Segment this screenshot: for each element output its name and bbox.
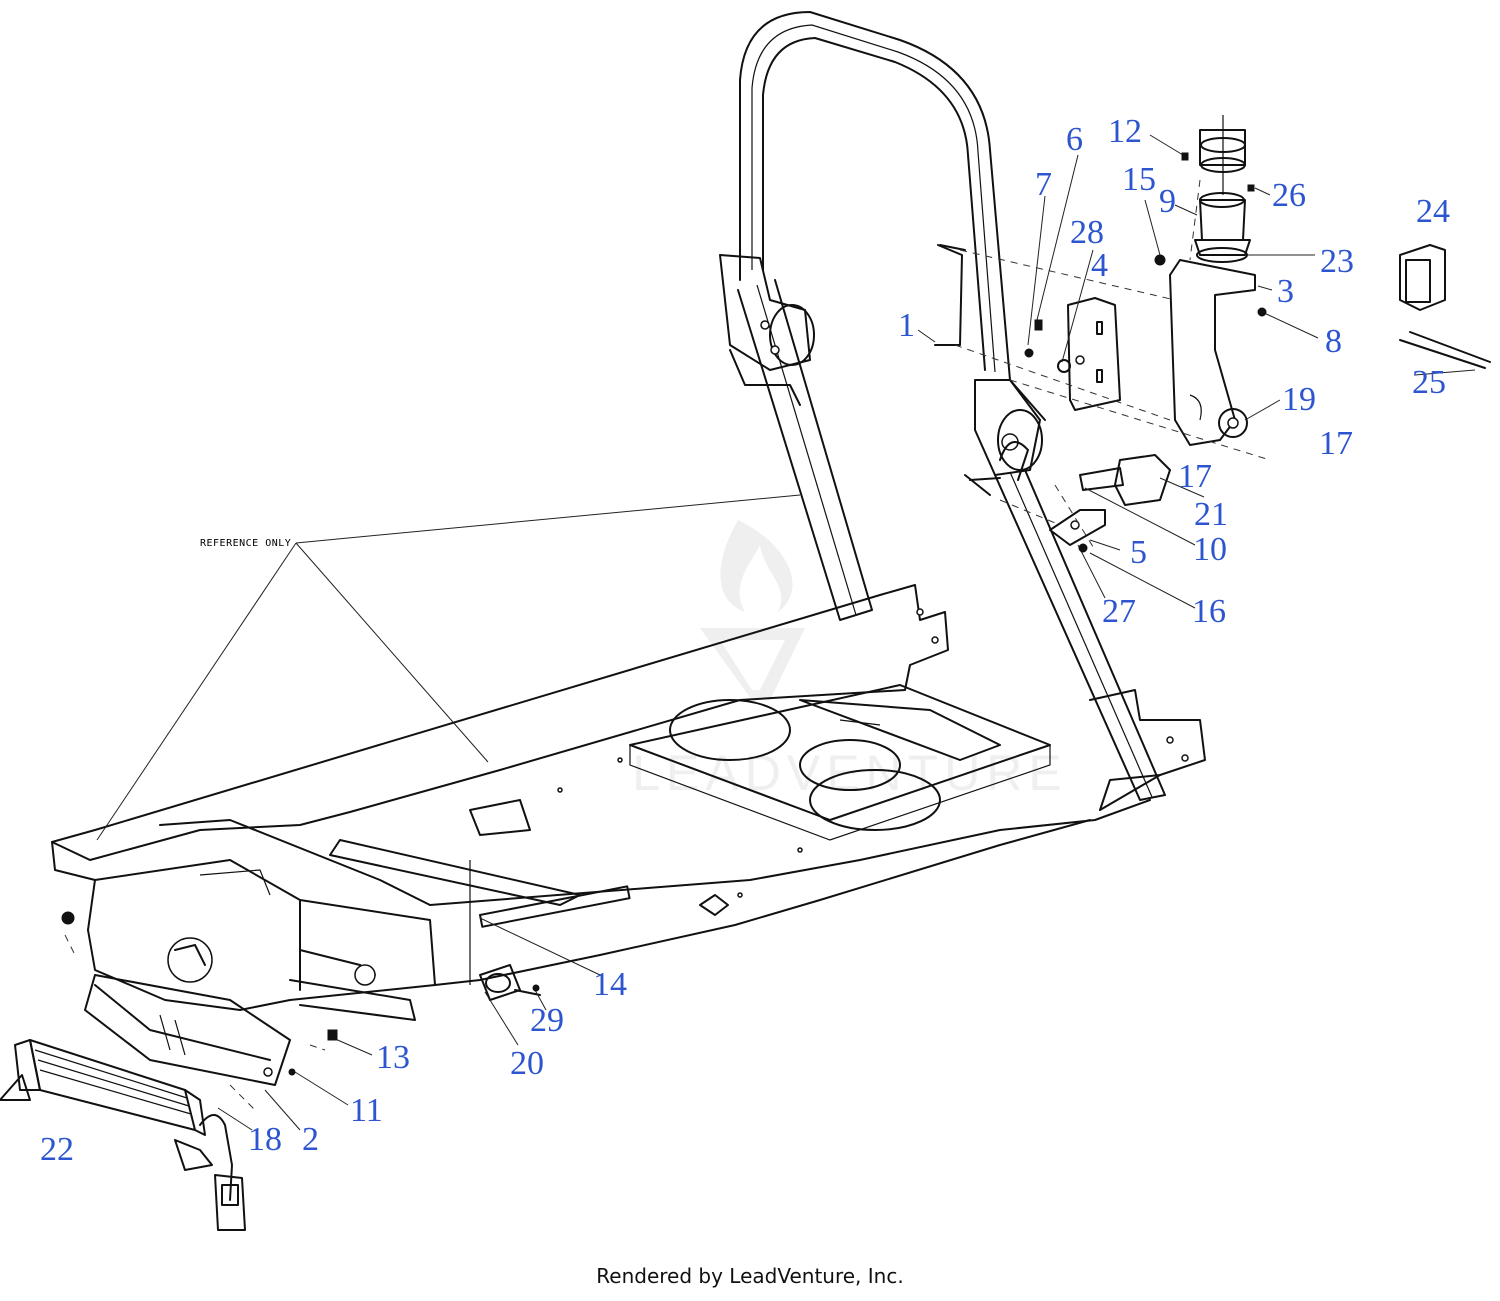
callout-29: 29 bbox=[530, 1002, 564, 1039]
callout-17b: 17 bbox=[1319, 425, 1353, 462]
callout-leaders bbox=[217, 134, 1476, 1131]
reference-only-label: REFERENCE ONLY bbox=[200, 538, 291, 549]
callout-23: 23 bbox=[1320, 243, 1354, 280]
cable-ties-25 bbox=[1399, 331, 1491, 369]
watermark-logo: LEADVENTURE bbox=[632, 520, 1062, 801]
callout-21: 21 bbox=[1194, 496, 1228, 533]
callout-6: 6 bbox=[1066, 121, 1083, 158]
callout-9: 9 bbox=[1159, 183, 1176, 220]
controller-module-21 bbox=[1079, 454, 1171, 506]
callout-16: 16 bbox=[1192, 593, 1226, 630]
chassis-frame bbox=[51, 584, 1206, 1021]
beacon-light-23 bbox=[1194, 115, 1251, 263]
light-bar-bracket-2 bbox=[84, 974, 291, 1086]
callout-14: 14 bbox=[593, 966, 627, 1003]
hardware-parts bbox=[61, 152, 1267, 1076]
callout-12: 12 bbox=[1108, 113, 1142, 150]
callout-4: 4 bbox=[1091, 247, 1108, 284]
reference-leaders bbox=[96, 494, 801, 841]
mast-bracket-3 bbox=[1169, 259, 1256, 446]
light-bar-22 bbox=[0, 1039, 246, 1231]
light-mount-20 bbox=[479, 964, 541, 1001]
part-number-callouts: 1 2 3 4 5 6 7 8 9 10 11 12 13 14 15 16 1… bbox=[40, 113, 1450, 1168]
callout-28: 28 bbox=[1070, 214, 1104, 251]
callout-18: 18 bbox=[248, 1121, 282, 1158]
callout-19: 19 bbox=[1282, 381, 1316, 418]
light-bracket-5 bbox=[1049, 509, 1106, 546]
callout-15: 15 bbox=[1122, 161, 1156, 198]
callout-5: 5 bbox=[1130, 534, 1147, 571]
u-bolts-1 bbox=[934, 244, 1001, 496]
callout-25: 25 bbox=[1412, 364, 1446, 401]
callout-24: 24 bbox=[1416, 193, 1450, 230]
mount-plate-4 bbox=[1067, 297, 1121, 411]
callout-20: 20 bbox=[510, 1045, 544, 1082]
exploded-guide-lines bbox=[64, 179, 1271, 1111]
callout-2: 2 bbox=[302, 1121, 319, 1158]
callout-13: 13 bbox=[376, 1039, 410, 1076]
callout-1: 1 bbox=[898, 307, 915, 344]
callout-22: 22 bbox=[40, 1131, 74, 1168]
knob-19 bbox=[1218, 408, 1248, 438]
callout-27: 27 bbox=[1102, 593, 1136, 630]
callout-26: 26 bbox=[1272, 177, 1306, 214]
roll-bar-frame bbox=[719, 11, 1166, 801]
switch-24 bbox=[1399, 244, 1446, 311]
callout-8: 8 bbox=[1325, 323, 1342, 360]
callout-7: 7 bbox=[1035, 166, 1052, 203]
callout-10: 10 bbox=[1193, 531, 1227, 568]
callout-3: 3 bbox=[1277, 273, 1294, 310]
callout-11: 11 bbox=[350, 1092, 383, 1129]
callout-17a: 17 bbox=[1178, 458, 1212, 495]
footer-credit: Rendered by LeadVenture, Inc. bbox=[596, 1264, 904, 1288]
